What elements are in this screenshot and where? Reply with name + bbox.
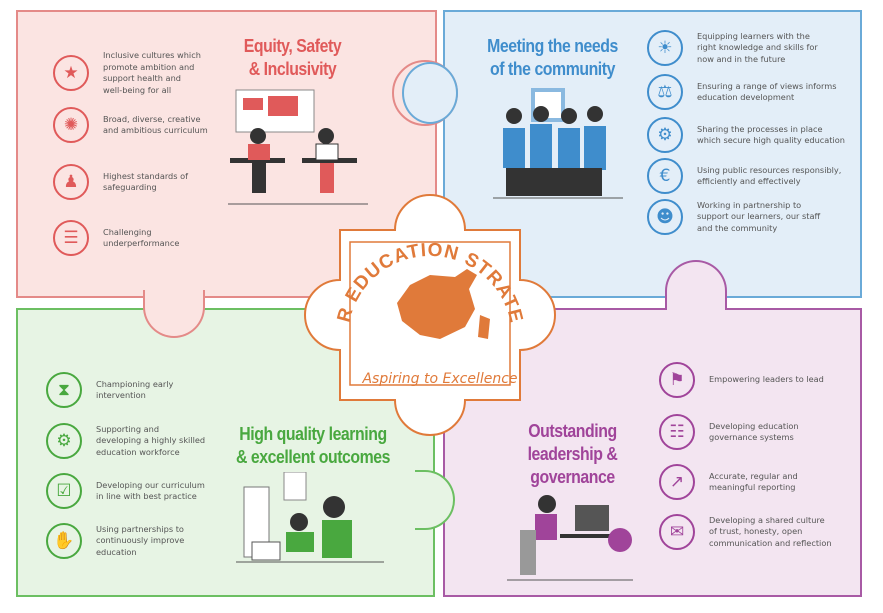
- leadership-item: ✉ Developing a shared culture of trust, h…: [659, 514, 832, 550]
- learning-item: ☑ Developing our curriculum in line with …: [46, 473, 205, 509]
- hourglass-icon: ⧗: [46, 372, 82, 408]
- community-item: € Using public resources responsibly, eff…: [647, 158, 841, 194]
- item-text: Supporting and developing a highly skill…: [96, 423, 206, 457]
- item-text: Challenging underperformance: [103, 226, 180, 249]
- people-hand-icon: ☻: [647, 199, 683, 235]
- community-item: ☀ Equipping learners with the right knowl…: [647, 30, 818, 66]
- title-line: High quality learning: [239, 424, 387, 444]
- title-line: Meeting the needs: [487, 36, 618, 56]
- piggy-bank-icon: €: [647, 158, 683, 194]
- title-line: Equity, Safety: [243, 36, 342, 56]
- item-text: Working in partnership to support our le…: [697, 199, 821, 233]
- tutoring-illustration: [236, 472, 384, 563]
- hands-star-icon: ★: [53, 55, 89, 91]
- learning-item: ⚙ Supporting and developing a highly skil…: [46, 423, 205, 459]
- title-line: governance: [530, 467, 615, 487]
- learning-item: ⧗ Championing early intervention: [46, 372, 173, 408]
- community-item: ⚙ Sharing the processes in place which se…: [647, 117, 845, 153]
- community-item: ⚖ Ensuring a range of views informs educa…: [647, 74, 837, 110]
- equity-title: Equity, Safety & Inclusivity: [211, 35, 374, 81]
- learning-item: ✋ Using partnerships to continuously impr…: [46, 523, 184, 559]
- learning-title: High quality learning & excellent outcome…: [216, 423, 410, 469]
- clipboard-icon: ☷: [659, 414, 695, 450]
- checkbox-icon: ☑: [46, 473, 82, 509]
- equity-item: ★ Inclusive cultures which promote ambiti…: [53, 50, 201, 96]
- item-text: Developing our curriculum in line with b…: [96, 479, 205, 502]
- title-line: & excellent outcomes: [235, 447, 391, 467]
- item-text: Using public resources responsibly, effi…: [697, 164, 842, 187]
- leader-flag-icon: ⚑: [659, 362, 695, 398]
- title-line: & Inclusivity: [248, 59, 337, 79]
- item-text: Equipping learners with the right knowle…: [697, 30, 818, 64]
- item-text: Inclusive cultures which promote ambitio…: [103, 50, 201, 95]
- puzzle-knob-pink: [143, 290, 205, 338]
- lightbulb-icon: ☀: [647, 30, 683, 66]
- book-brain-icon: ✺: [53, 107, 89, 143]
- chart-up-icon: ↗: [659, 464, 695, 500]
- title-line: Outstanding: [528, 421, 617, 441]
- equity-item: ♟ Highest standards of safeguarding: [53, 164, 188, 200]
- title-line: of the community: [490, 59, 615, 79]
- gear-person-icon: ⚙: [46, 423, 82, 459]
- item-text: Ensuring a range of views informs educat…: [697, 80, 837, 103]
- community-item: ☻ Working in partnership to support our l…: [647, 199, 820, 235]
- island-map-icon: [397, 269, 490, 339]
- handshake-icon: ✋: [46, 523, 82, 559]
- puzzle-knob-purple: [665, 260, 727, 310]
- item-text: Using partnerships to continuously impro…: [96, 523, 185, 557]
- classroom-illustration: [228, 89, 368, 205]
- star-rating-icon: ☰: [53, 220, 89, 256]
- item-text: Accurate, regular and meaningful reporti…: [709, 470, 798, 493]
- leadership-item: ↗ Accurate, regular and meaningful report…: [659, 464, 798, 500]
- chat-bubbles-icon: ✉: [659, 514, 695, 550]
- puzzle-knob-blue: [402, 62, 458, 124]
- community-illustration: [493, 88, 623, 199]
- person-shield-icon: ♟: [53, 164, 89, 200]
- center-subtitle: Aspiring to Excellence: [362, 371, 518, 387]
- item-text: Developing a shared culture of trust, ho…: [709, 514, 832, 548]
- gears-icon: ⚙: [647, 117, 683, 153]
- item-text: Highest standards of safeguarding: [103, 170, 189, 193]
- leadership-item: ⚑ Empowering leaders to lead: [659, 362, 824, 398]
- item-text: Broad, diverse, creative and ambitious c…: [103, 113, 208, 136]
- equity-item: ✺ Broad, diverse, creative and ambitious …: [53, 107, 208, 143]
- online-meeting-illustration: [507, 495, 633, 581]
- scales-icon: ⚖: [647, 74, 683, 110]
- item-text: Championing early intervention: [96, 378, 174, 401]
- item-text: Developing education governance systems: [709, 420, 799, 443]
- community-title: Meeting the needs of the community: [467, 35, 639, 81]
- title-line: leadership &: [527, 444, 618, 464]
- item-text: Sharing the processes in place which sec…: [697, 123, 845, 146]
- equity-item: ☰ Challenging underperformance: [53, 220, 179, 256]
- leadership-title: Outstanding leadership & governance: [509, 420, 637, 489]
- center-emblem: OUR EDUCATION STRATEGY: [295, 180, 556, 436]
- leadership-item: ☷ Developing education governance systems: [659, 414, 799, 450]
- item-text: Empowering leaders to lead: [709, 374, 824, 385]
